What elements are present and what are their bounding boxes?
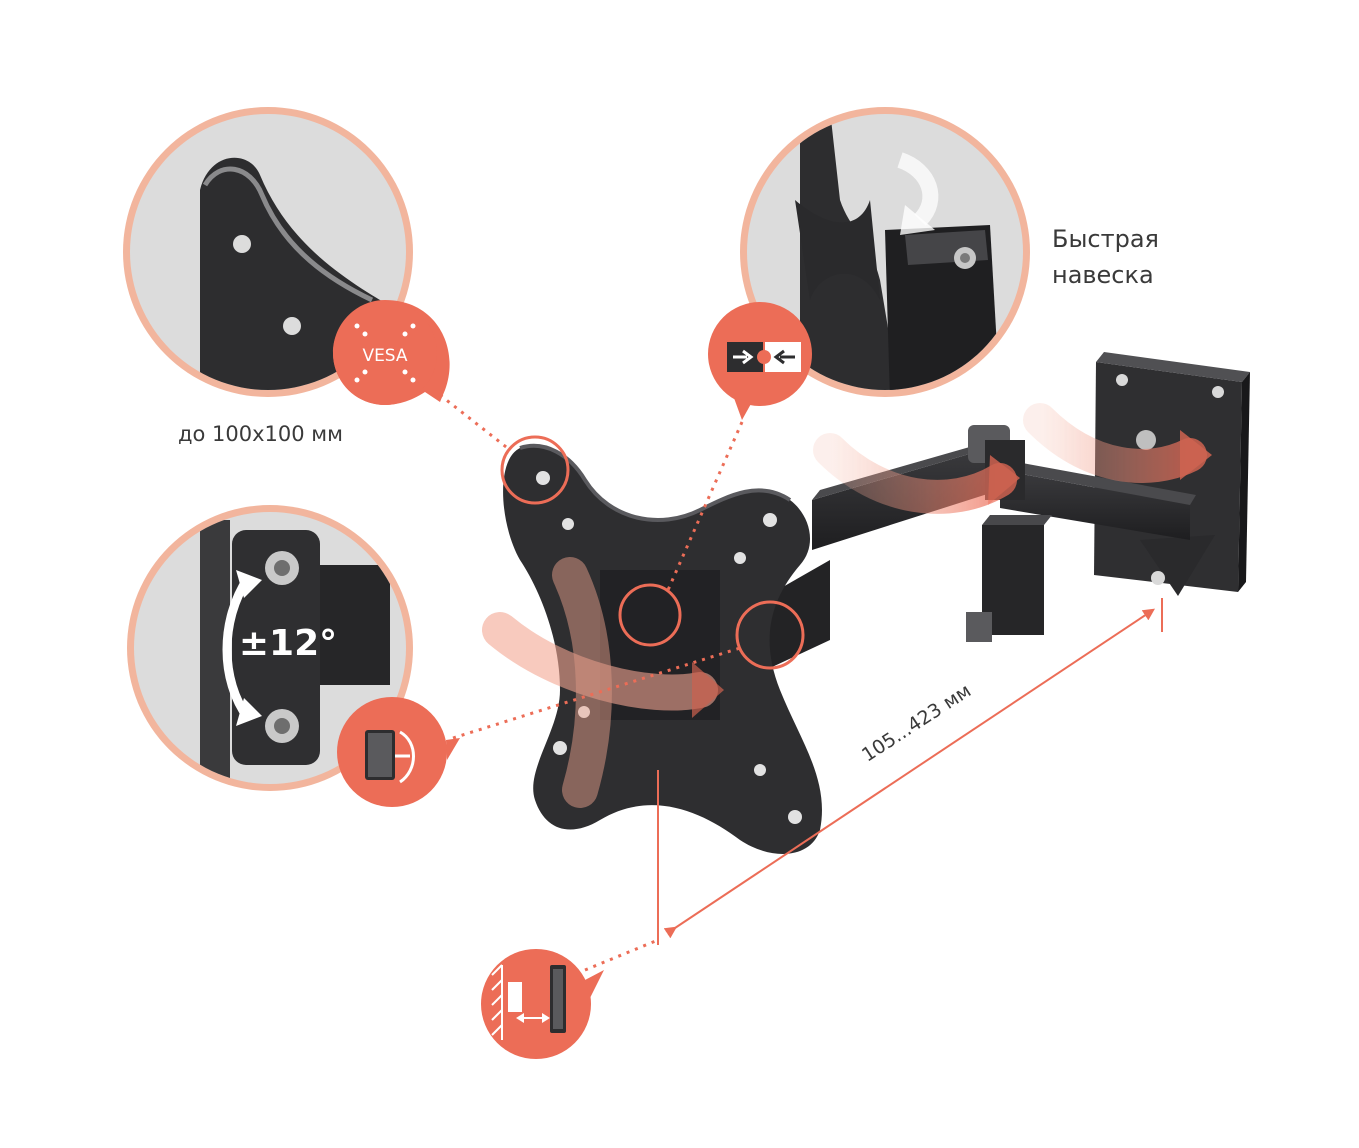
quick-mount-caption: Быстрая навеска [1052,221,1159,293]
tilt-badge [337,697,460,807]
tilt-detail-lens [127,505,460,807]
vesa-size-caption: до 100x100 мм [178,422,343,446]
quick-mount-badge [708,302,812,420]
vesa-badge [333,300,450,405]
wall-distance-badge [481,949,604,1059]
vesa-detail-lens [123,107,450,405]
quick-mount-detail-lens [708,107,1030,420]
quick-mount-caption-line2: навеска [1052,261,1154,289]
vesa-badge-text: VESA [362,346,407,366]
quick-mount-caption-line1: Быстрая [1052,225,1159,253]
dimension-line [657,598,1163,945]
leader-lines [439,393,744,972]
tilt-angle-text: ±12° [239,623,337,664]
